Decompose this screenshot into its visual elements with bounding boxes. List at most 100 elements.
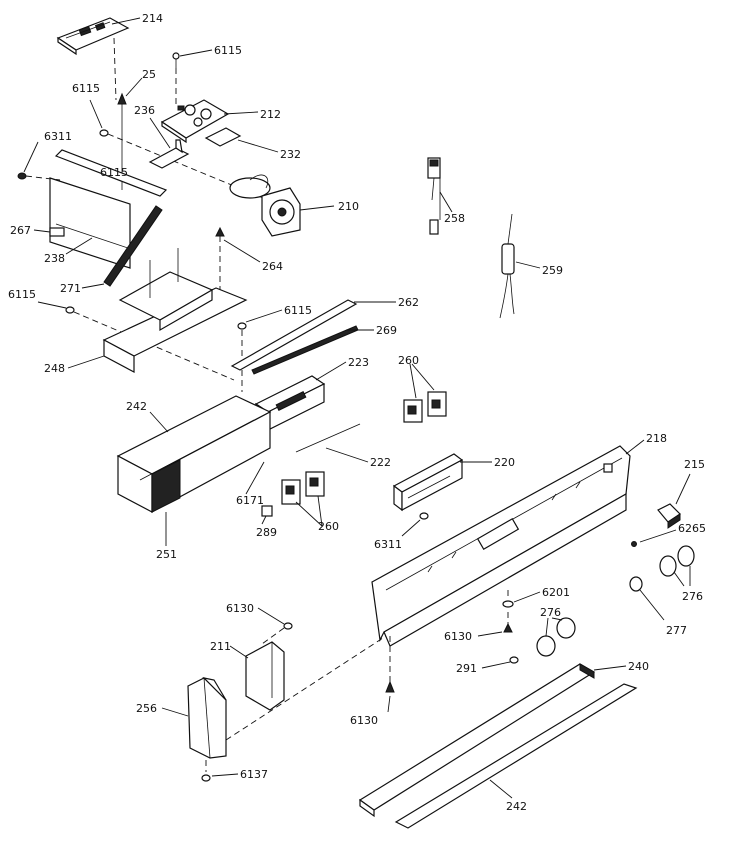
leader-6130-upper (257, 607, 285, 625)
part-260-switches-lower (281, 471, 325, 505)
leader-256 (161, 707, 189, 717)
label-256: 256 (136, 702, 157, 715)
label-6115-top: 6115 (214, 44, 242, 57)
part-260-switches-upper (403, 391, 447, 423)
leader-214 (111, 17, 141, 25)
label-232: 232 (280, 148, 301, 161)
leader-223 (315, 361, 347, 381)
leader-276-right-a (673, 571, 685, 587)
screw-291 (509, 656, 519, 664)
label-223: 223 (348, 356, 369, 369)
leader-6130-center (477, 631, 503, 637)
leader-218 (625, 439, 645, 455)
part-labels: 214 6115 25 6115 236 212 232 6311 6115 2… (8, 12, 706, 813)
leader-276-center-b (551, 617, 563, 621)
part-259-sensor (499, 213, 515, 319)
leader-260-lower-a (295, 501, 323, 527)
label-6201: 6201 (542, 586, 570, 599)
leader-267 (33, 229, 51, 233)
label-25: 25 (142, 68, 156, 81)
part-271-support-bar (103, 205, 163, 287)
leader-6115-top (179, 49, 213, 57)
label-264: 264 (262, 260, 283, 273)
label-6137: 6137 (240, 768, 268, 781)
label-6130-center: 6130 (444, 630, 472, 643)
label-242-upper: 242 (126, 400, 147, 413)
label-242-lower: 242 (506, 800, 527, 813)
label-276-right: 276 (682, 590, 703, 603)
leader-25 (125, 77, 143, 97)
leader-6311b (401, 519, 421, 537)
label-238: 238 (44, 252, 65, 265)
leader-211 (229, 645, 249, 659)
label-260-lower: 260 (318, 520, 339, 533)
part-236-bracket (148, 139, 190, 169)
leader-242a (149, 411, 169, 433)
label-215: 215 (684, 458, 705, 471)
leader-277 (639, 589, 665, 621)
screw-6130-upper (261, 622, 293, 645)
leader-276-center-a (545, 617, 549, 637)
part-289-clip (261, 505, 273, 517)
part-258-switch (427, 157, 441, 235)
part-220-bracket (392, 453, 464, 512)
leader-258 (439, 191, 453, 213)
part-218-control-panel (371, 445, 631, 647)
part-214-circuit-board (56, 17, 130, 101)
leader-6311 (23, 141, 39, 173)
leader-212 (223, 111, 259, 115)
leader-6171 (245, 461, 265, 495)
label-6311: 6311 (44, 130, 72, 143)
leader-260-lower-b (317, 495, 323, 527)
label-222: 222 (370, 456, 391, 469)
part-242-housing (116, 395, 272, 514)
label-271: 271 (60, 282, 81, 295)
label-6115-left: 6115 (72, 82, 100, 95)
part-276-knobs-right (659, 545, 695, 577)
leader-264 (223, 239, 261, 263)
part-256-side-panel (187, 677, 227, 772)
part-212-board (160, 99, 230, 144)
leader-222 (325, 447, 369, 463)
part-222-rod (295, 423, 361, 453)
leader-6137 (211, 773, 239, 777)
label-211: 211 (210, 640, 231, 653)
leader-289 (261, 515, 267, 525)
part-215-knob (657, 503, 681, 529)
label-220: 220 (494, 456, 515, 469)
screw-6115-center (237, 322, 247, 392)
part-211-bracket (245, 641, 285, 711)
leader-260-upper-b (411, 363, 435, 391)
part-242-trim-strip-lower (394, 683, 638, 829)
label-251: 251 (156, 548, 177, 561)
label-214: 214 (142, 12, 163, 25)
label-6130-upper: 6130 (226, 602, 254, 615)
screw-6137 (201, 774, 211, 782)
leader-248 (67, 355, 105, 369)
label-258: 258 (444, 212, 465, 225)
label-6171: 6171 (236, 494, 264, 507)
screw-6130-center (503, 612, 513, 633)
label-212: 212 (260, 108, 281, 121)
part-240-trim-strip (358, 663, 596, 818)
label-6115-mid: 6115 (100, 166, 128, 179)
leader-236 (149, 117, 171, 149)
label-6265: 6265 (678, 522, 706, 535)
leader-210 (299, 205, 335, 211)
leader-6130-lower (387, 695, 391, 713)
label-6311-panel: 6311 (374, 538, 402, 551)
screw-6115-top (172, 52, 180, 105)
leader-215 (675, 473, 691, 505)
connection-line-side (225, 635, 387, 741)
label-240: 240 (628, 660, 649, 673)
label-260-upper: 260 (398, 354, 419, 367)
label-6115-lower: 6115 (8, 288, 36, 301)
label-277: 277 (666, 624, 687, 637)
screw-6265 (631, 541, 637, 547)
leader-260-upper-a (409, 363, 417, 399)
leader-6265 (639, 529, 677, 543)
leader-6115-left (89, 99, 103, 129)
screw-6311 (17, 172, 61, 181)
label-248: 248 (44, 362, 65, 375)
label-259: 259 (542, 264, 563, 277)
